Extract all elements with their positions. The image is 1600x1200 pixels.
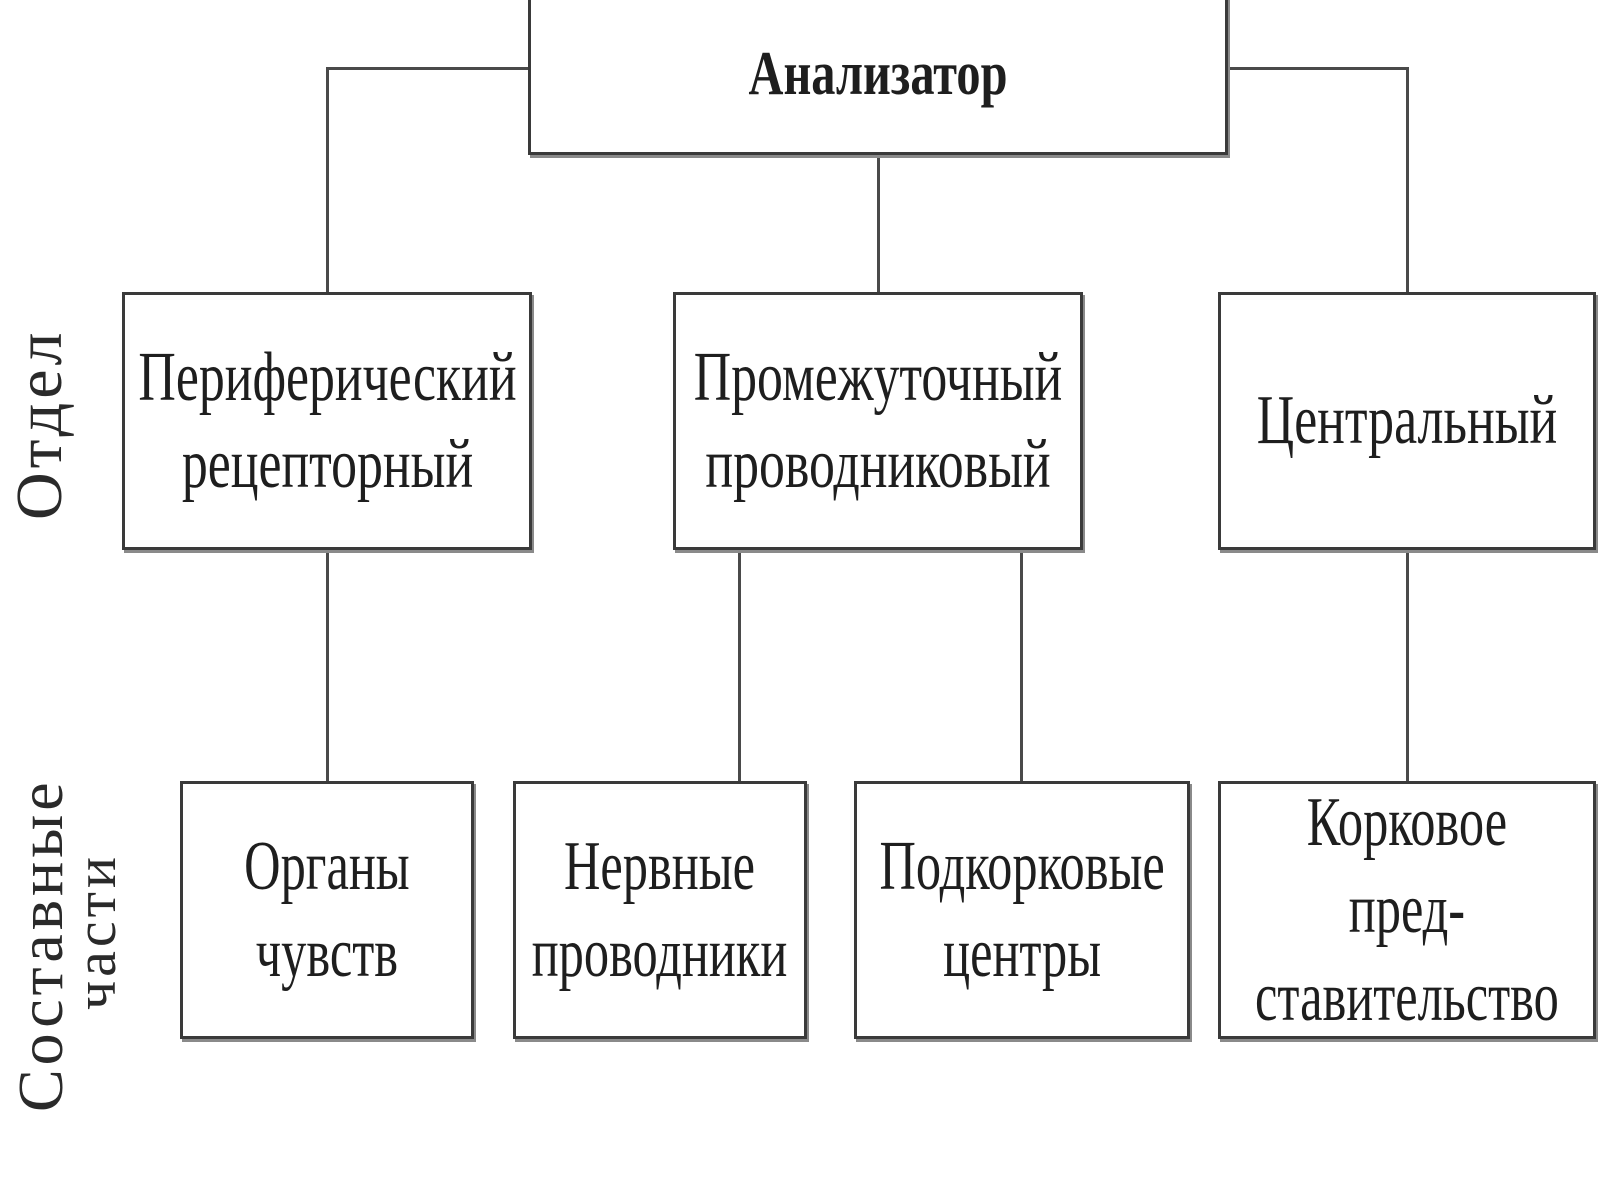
connector-central-to-cortical-representation: [1406, 548, 1409, 783]
connector-root-to-central: [1406, 67, 1409, 294]
connector-intermediate-to-nerve-conductors: [738, 548, 741, 783]
analyzer-box: Анализатор: [528, 0, 1228, 155]
component-sense-organs-box: Органы чувств: [180, 781, 474, 1039]
component-nerve-conductors-box: Нервные проводники: [513, 781, 807, 1039]
department-central-box: Центральный: [1218, 292, 1596, 550]
department-intermediate-label: Промежуточный проводниковый: [693, 338, 1063, 504]
row-label-departments: Отдел: [3, 328, 76, 520]
connector-intermediate-to-subcortical-centers: [1020, 548, 1023, 783]
department-peripheral-box: Периферический рецепторный: [122, 292, 532, 550]
department-central-label: Центральный: [1256, 382, 1558, 460]
component-cortical-representation-box: Корковое пред- ставительство: [1218, 781, 1596, 1039]
connector-root-to-intermediate: [877, 153, 880, 294]
component-sense-organs-label: Органы чувств: [244, 827, 410, 993]
component-nerve-conductors-label: Нервные проводники: [532, 827, 788, 993]
connector-root-left-horizontal: [326, 67, 530, 70]
connector-peripheral-to-sense-organs: [326, 548, 329, 783]
component-subcortical-centers-label: Подкорковые центры: [879, 827, 1165, 993]
connector-root-to-peripheral: [326, 67, 329, 294]
department-intermediate-box: Промежуточный проводниковый: [673, 292, 1083, 550]
department-peripheral-label: Периферический рецепторный: [137, 338, 517, 504]
connector-root-right-horizontal: [1226, 67, 1408, 70]
component-subcortical-centers-box: Подкорковые центры: [854, 781, 1190, 1039]
component-cortical-representation-label: Корковое пред- ставительство: [1255, 783, 1559, 1036]
row-label-components-line2: части: [63, 852, 128, 1010]
analyzer-label: Анализатор: [748, 39, 1008, 108]
